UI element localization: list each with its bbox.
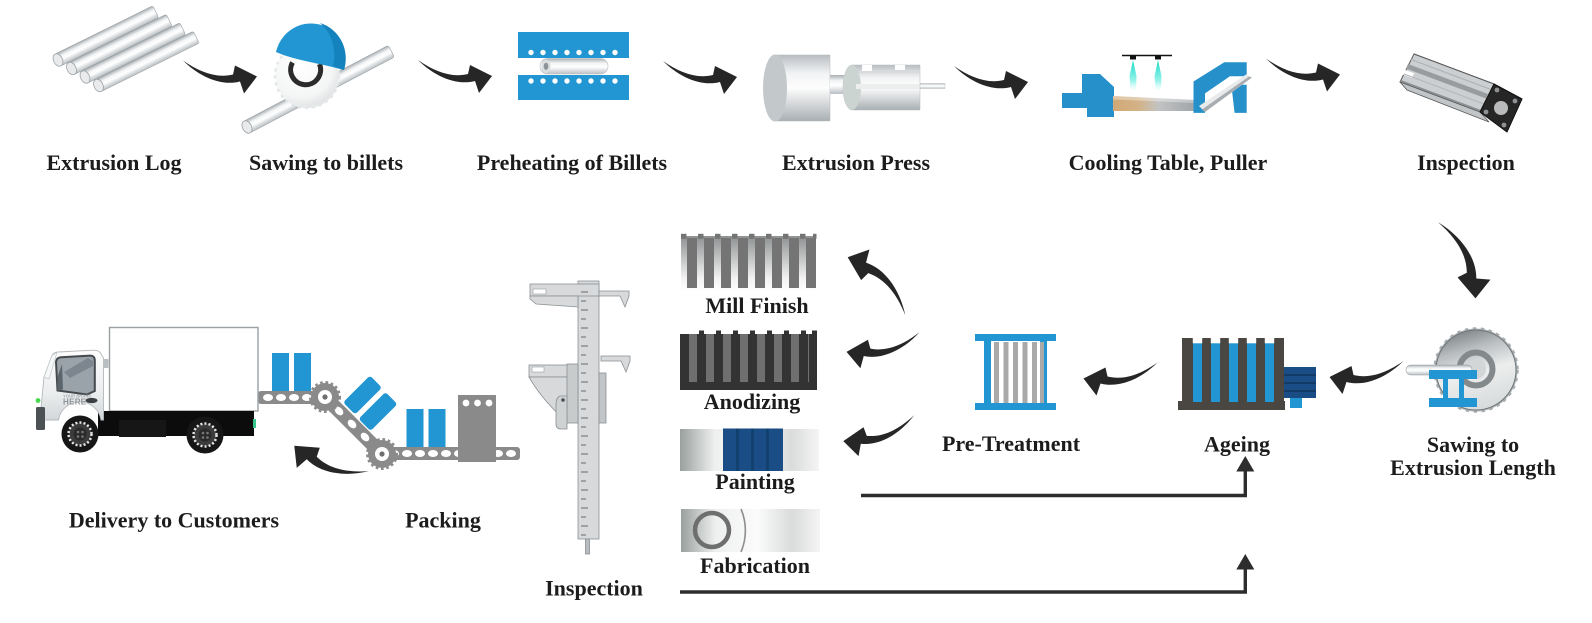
svg-text:Extrusion Log: Extrusion Log	[46, 150, 181, 175]
svg-text:Extrusion Press: Extrusion Press	[782, 150, 931, 175]
svg-text:Anodizing: Anodizing	[704, 389, 801, 414]
svg-text:YOUR BRAND: YOUR BRAND	[63, 394, 91, 399]
svg-text:Inspection: Inspection	[545, 576, 643, 601]
svg-text:Delivery to Customers: Delivery to Customers	[69, 508, 280, 533]
svg-text:Preheating of Billets: Preheating of Billets	[477, 150, 668, 175]
svg-text:Painting: Painting	[715, 469, 794, 494]
svg-text:HERE: HERE	[63, 398, 87, 407]
svg-text:Ageing: Ageing	[1204, 432, 1270, 457]
svg-text:Pre-Treatment: Pre-Treatment	[942, 431, 1081, 456]
svg-text:Inspection: Inspection	[1417, 150, 1515, 175]
svg-text:Sawing to billets: Sawing to billets	[249, 150, 403, 175]
svg-text:Sawing to: Sawing to	[1427, 432, 1519, 457]
svg-text:Packing: Packing	[405, 508, 481, 533]
svg-text:Extrusion Length: Extrusion Length	[1390, 455, 1556, 480]
svg-text:Cooling Table, Puller: Cooling Table, Puller	[1069, 150, 1268, 175]
svg-text:Mill Finish: Mill Finish	[705, 293, 808, 318]
svg-text:Fabrication: Fabrication	[700, 553, 810, 578]
